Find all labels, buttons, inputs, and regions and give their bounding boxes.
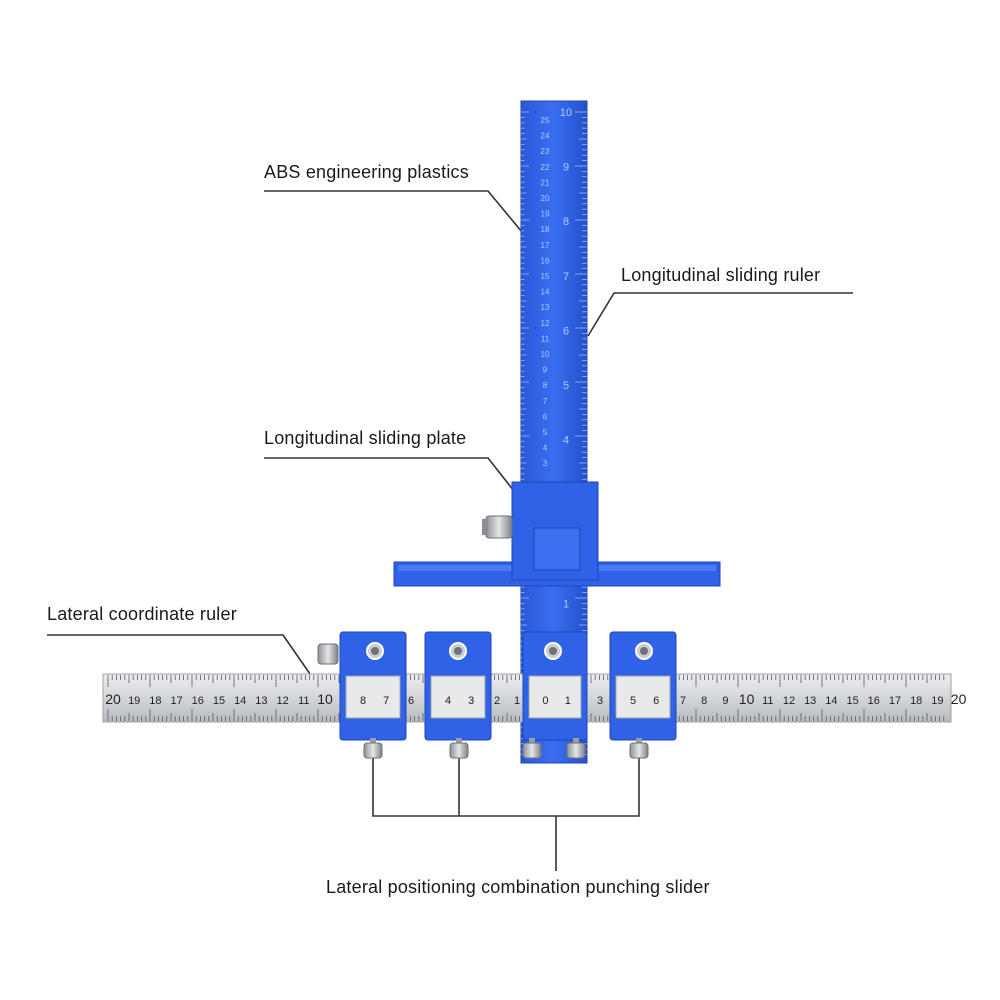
longitudinal-ruler-cm-label: 14 <box>541 288 550 297</box>
slider-window-label: 5 <box>630 695 636 707</box>
slider-window-label: 0 <box>542 695 548 707</box>
longitudinal-ruler-cm-label: 16 <box>541 256 550 265</box>
lateral-ruler-label: 1 <box>514 695 520 707</box>
lateral-ruler-label: 2 <box>494 695 500 707</box>
slider-window-label: 6 <box>653 695 659 707</box>
lateral-ruler-label: 19 <box>128 695 140 707</box>
longitudinal-ruler-cm-label: 19 <box>541 210 550 219</box>
lateral-ruler-label: 12 <box>783 695 795 707</box>
longitudinal-ruler-cm-label: 11 <box>541 334 550 343</box>
longitudinal-ruler-cm-label: 5 <box>543 428 548 437</box>
callout-lateral-ruler: Lateral coordinate ruler <box>47 604 237 624</box>
lateral-ruler-label: 13 <box>804 695 816 707</box>
callout-longitudinal-ruler: Longitudinal sliding ruler <box>621 265 821 285</box>
lateral-ruler-label: 11 <box>298 695 309 707</box>
longitudinal-ruler-cm-label: 10 <box>541 350 550 359</box>
longitudinal-ruler-inch-label: 8 <box>563 216 569 228</box>
lateral-ruler-label: 7 <box>680 695 686 707</box>
leader-punching-slider <box>372 758 640 817</box>
slider-window-label: 4 <box>445 695 451 707</box>
lateral-ruler-label: 16 <box>868 695 880 707</box>
thumb-screw-icon[interactable] <box>363 742 383 759</box>
longitudinal-ruler-cm-label: 18 <box>541 225 550 234</box>
lateral-ruler-label: 10 <box>317 691 333 707</box>
lateral-ruler-label: 19 <box>931 695 943 707</box>
lateral-ruler-label: 3 <box>597 695 603 707</box>
slider-window-label: 8 <box>360 695 366 707</box>
longitudinal-ruler-inch-label: 10 <box>560 107 572 119</box>
longitudinal-ruler-cm-label: 9 <box>543 366 548 375</box>
longitudinal-ruler-cm-labels: 252423222120191817161514131211109876543c… <box>528 116 584 664</box>
leader-lines <box>47 190 853 871</box>
lateral-ruler-label: 6 <box>408 695 414 707</box>
leader-longitudinal-ruler <box>587 292 853 337</box>
longitudinal-ruler-cm-label: 25 <box>541 116 550 125</box>
lateral-ruler-label: 17 <box>889 695 901 707</box>
thumb-screw-icon[interactable] <box>449 742 469 759</box>
lateral-ruler-label: 14 <box>234 695 246 707</box>
lateral-ruler-label: 17 <box>170 695 182 707</box>
lateral-ruler-label: 20 <box>105 691 121 707</box>
leader-lateral-ruler <box>47 634 311 675</box>
slider-window-label: 7 <box>383 695 389 707</box>
leader-longitudinal-plate <box>264 457 522 501</box>
longitudinal-sliding-ruler: 10987654321 2524232221201918171615141312… <box>520 100 588 764</box>
longitudinal-ruler-cm-label: 21 <box>541 178 550 187</box>
longitudinal-sliding-plate <box>393 481 721 587</box>
slider-window-label: 1 <box>565 695 571 707</box>
callout-punching-slider: Lateral positioning combination punching… <box>326 877 710 897</box>
lateral-ruler-label: 18 <box>149 695 161 707</box>
thumb-screw-icon[interactable] <box>522 742 542 759</box>
longitudinal-ruler-cm-label: 7 <box>543 397 548 406</box>
lateral-ruler-label: 10 <box>739 691 755 707</box>
longitudinal-ruler-cm-label: 6 <box>543 412 548 421</box>
lateral-ruler-label: 13 <box>255 695 267 707</box>
longitudinal-ruler-inch-label: 9 <box>563 162 569 174</box>
lateral-ruler-label: 8 <box>701 695 707 707</box>
longitudinal-ruler-inch-label: 6 <box>563 325 569 337</box>
longitudinal-ruler-cm-label: 8 <box>543 381 548 390</box>
slider-window-label: 3 <box>468 695 474 707</box>
callout-material: ABS engineering plastics <box>264 162 469 182</box>
longitudinal-ruler-cm-label: 15 <box>541 272 550 281</box>
lateral-ruler-label: 18 <box>910 695 922 707</box>
longitudinal-ruler-cm-label: 13 <box>541 303 550 312</box>
lateral-ruler-label: 16 <box>192 695 204 707</box>
longitudinal-ruler-cm-label: 3 <box>543 459 548 468</box>
thumb-screw-icon[interactable] <box>566 742 586 759</box>
lateral-ruler-label: 11 <box>762 695 773 707</box>
lateral-ruler-label: 12 <box>276 695 288 707</box>
longitudinal-ruler-cm-label: 24 <box>541 132 550 141</box>
longitudinal-ruler-inch-label: 1 <box>563 598 569 610</box>
lateral-ruler-label: 9 <box>722 695 728 707</box>
callout-longitudinal-plate: Longitudinal sliding plate <box>264 428 467 448</box>
longitudinal-ruler-cm-label: 22 <box>541 163 550 172</box>
lateral-ruler-label: 14 <box>825 695 837 707</box>
longitudinal-ruler-inch-label: 4 <box>563 435 569 447</box>
longitudinal-ruler-cm-label: 17 <box>541 241 550 250</box>
leader-material <box>264 190 523 233</box>
longitudinal-ruler-cm-label: 12 <box>541 319 550 328</box>
longitudinal-ruler-inch-label: 7 <box>563 271 569 283</box>
longitudinal-ruler-inch-label: 5 <box>563 380 569 392</box>
longitudinal-ruler-cm-label: 4 <box>543 444 548 453</box>
lateral-ruler-label: 15 <box>213 695 225 707</box>
longitudinal-ruler-cm-label: 20 <box>541 194 550 203</box>
longitudinal-ruler-cm-label: 23 <box>541 147 550 156</box>
lateral-ruler-label: 20 <box>951 691 967 707</box>
thumb-screw-icon[interactable] <box>629 742 649 759</box>
lateral-ruler-label: 15 <box>846 695 858 707</box>
